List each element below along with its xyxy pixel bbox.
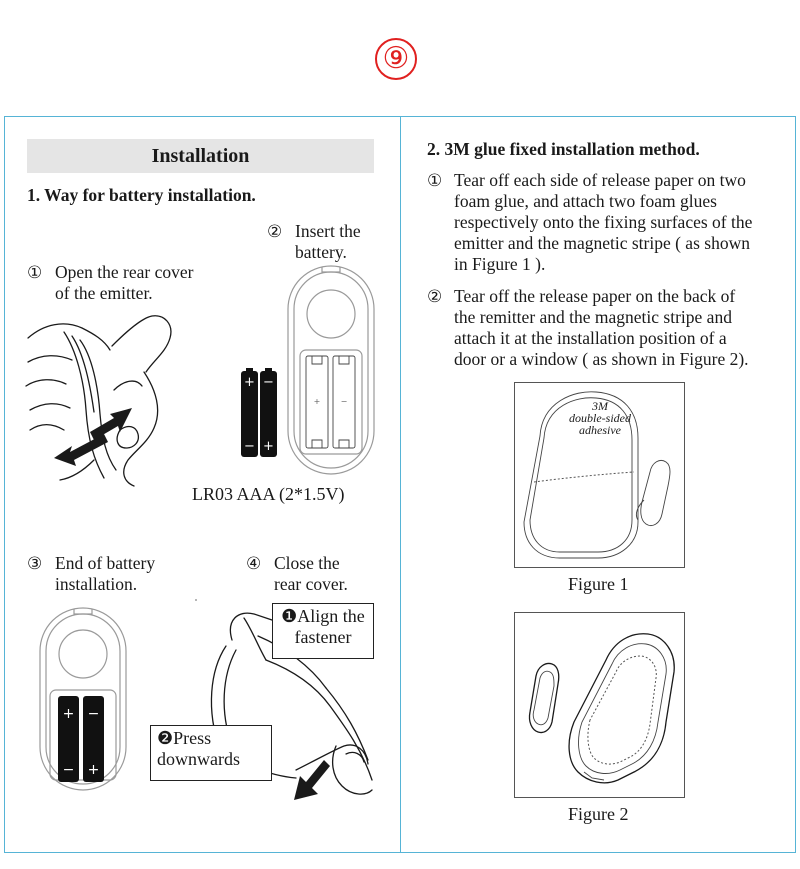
svg-text:+: + [244, 375, 255, 390]
hand-opening-cover-icon [25, 315, 172, 487]
adhesive-emitter-icon [523, 391, 671, 559]
figure-2-frame [514, 612, 685, 798]
svg-text:+: + [263, 439, 274, 454]
mounted-emitter-icon [528, 633, 675, 784]
glue-section-heading: 2. 3M glue fixed installation method. [427, 139, 700, 159]
svg-text:−: − [263, 375, 274, 390]
figure-1-caption: Figure 1 [568, 574, 629, 594]
svg-text:+: + [63, 706, 75, 722]
svg-text:+: + [88, 762, 100, 778]
glue-step-2-marker: ② [427, 287, 443, 306]
press-downwards-callout: ❷Press downwards [150, 725, 272, 781]
step-4-marker: ④ [246, 554, 262, 573]
column-divider [400, 116, 401, 853]
figure-1-frame [514, 382, 685, 568]
battery-spec: LR03 AAA (2*1.5V) [192, 484, 345, 504]
glue-step-1-marker: ① [427, 171, 443, 190]
step-1-marker: ① [27, 263, 43, 282]
svg-text:−: − [63, 762, 75, 778]
page-number: ⑨ [375, 38, 417, 80]
glue-step-1-text: Tear off each side of release paper on t… [454, 170, 753, 274]
glue-step-2-text: Tear off the release paper on the back o… [454, 286, 749, 369]
step-4-text: Close the rear cover. [274, 553, 348, 594]
step-2-text: Insert the battery. [295, 221, 361, 262]
emitter-back-icon: + − [287, 265, 375, 475]
align-fastener-callout: ❶Align the fastener [272, 603, 374, 659]
figure-2-caption: Figure 2 [568, 804, 629, 824]
svg-text:−: − [244, 439, 255, 454]
svg-text:−: − [341, 397, 348, 406]
svg-text:−: − [88, 706, 100, 722]
step-1-text: Open the rear cover of the emitter. [55, 262, 194, 303]
battery-section-heading: 1. Way for battery installation. [27, 185, 256, 205]
battery-aaa-icon: + − − + [241, 368, 277, 457]
step-3-text: End of battery installation. [55, 553, 156, 594]
svg-text:+: + [314, 397, 321, 406]
emitter-installed-icon: + − − + [39, 607, 127, 791]
step-3-marker: ③ [27, 554, 43, 573]
step-2-marker: ② [267, 222, 283, 241]
adhesive-label: 3M double-sided adhesive [569, 399, 631, 437]
installation-title: Installation [27, 139, 374, 173]
